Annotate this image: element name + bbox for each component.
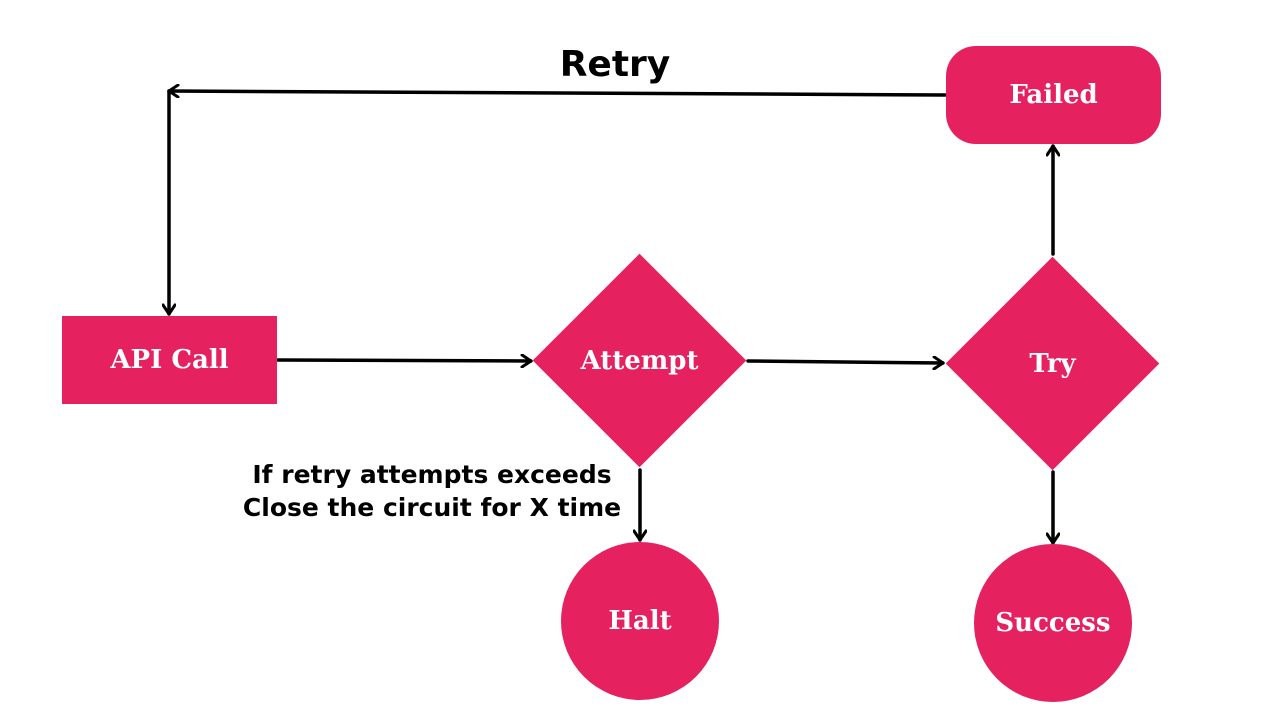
edge-apicall-to-attempt	[276, 360, 533, 361]
node-halt: Halt	[561, 542, 719, 700]
node-failed-label: Failed	[1009, 80, 1098, 110]
edge-failed-to-retry-corner	[167, 91, 947, 95]
node-failed: Failed	[946, 46, 1161, 144]
halt-condition-note: If retry attempts exceeds Close the circ…	[232, 458, 632, 524]
node-try-label: Try	[1029, 348, 1076, 379]
halt-condition-line-2: Close the circuit for X time	[242, 493, 622, 522]
edge-attempt-to-try	[746, 361, 945, 363]
node-success: Success	[974, 544, 1132, 702]
retry-edge-label: Retry	[559, 44, 671, 85]
halt-condition-line-1: If retry attempts exceeds	[252, 460, 612, 489]
node-api-call-label: API Call	[110, 345, 229, 375]
node-success-label: Success	[995, 608, 1111, 638]
node-api-call: API Call	[62, 316, 277, 404]
node-try: Try	[945, 256, 1160, 471]
node-attempt-label: Attempt	[580, 345, 699, 376]
node-halt-label: Halt	[608, 606, 672, 636]
node-attempt: Attempt	[532, 253, 747, 468]
